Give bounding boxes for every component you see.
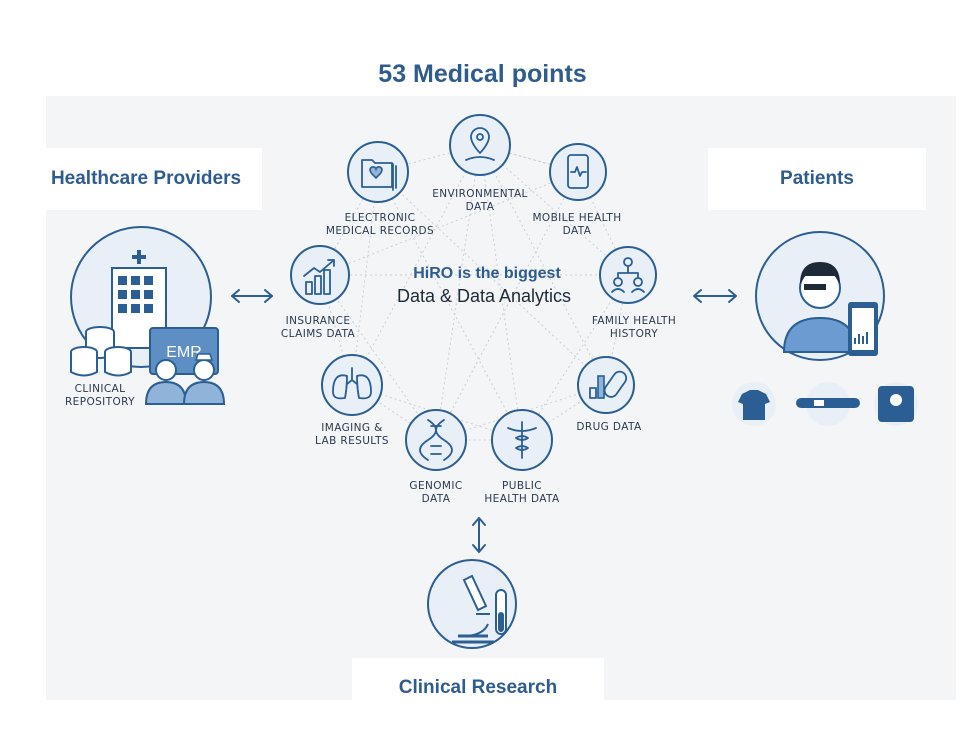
node-label: DATA: [563, 225, 592, 237]
node-label: DATA: [466, 201, 495, 213]
node-family-history: FAMILY HEALTH HISTORY: [592, 246, 676, 340]
research-illustration: [427, 559, 517, 649]
scale-icon: [874, 382, 918, 426]
center-line-1: HiRO is the biggest: [413, 265, 561, 282]
chart-icon: [303, 259, 335, 295]
wristband-icon: [796, 382, 860, 426]
arrow-providers: [231, 289, 273, 303]
node-label: HISTORY: [610, 328, 658, 340]
folder-heart-icon: [361, 159, 397, 191]
center-line-2: Data & Data Analytics: [397, 286, 571, 306]
node-label: IMAGING &: [321, 422, 383, 434]
node-label: MEDICAL RECORDS: [326, 225, 434, 237]
node-public-health: PUBLIC HEALTH DATA: [484, 409, 560, 505]
tshirt-icon: [732, 382, 776, 426]
node-drug: DRUG DATA: [576, 356, 642, 433]
node-label: LAB RESULTS: [315, 435, 389, 447]
node-label: MOBILE HEALTH: [532, 212, 621, 224]
arrow-patients: [693, 289, 737, 303]
node-label: DATA: [422, 493, 451, 505]
dna-icon: [419, 419, 453, 461]
clinical-research-title: Clinical Research: [352, 658, 604, 718]
lungs-icon: [332, 367, 372, 400]
node-label: FAMILY HEALTH: [592, 315, 676, 327]
node-label: CLAIMS DATA: [281, 328, 356, 340]
emr-screen-label: EMR: [166, 344, 202, 361]
patients-illustration: [732, 231, 918, 426]
node-label: DRUG DATA: [576, 421, 642, 433]
node-label: ENVIRONMENTAL: [432, 188, 528, 200]
node-environmental: ENVIRONMENTAL DATA: [432, 114, 528, 213]
healthcare-providers-title: Healthcare Providers: [30, 148, 262, 210]
person-with-glasses-icon: [782, 262, 858, 353]
phone-icon: [567, 154, 589, 189]
arrow-research: [472, 517, 486, 553]
node-imaging: IMAGING & LAB RESULTS: [315, 354, 389, 447]
node-label: GENOMIC: [409, 480, 462, 492]
patients-title: Patients: [708, 148, 926, 210]
node-insurance: INSURANCE CLAIMS DATA: [281, 245, 356, 340]
node-emr: ELECTRONIC MEDICAL RECORDS: [326, 141, 434, 237]
page-title: 53 Medical points: [378, 60, 587, 88]
test-tube-icon: [495, 589, 507, 635]
database-icon: [70, 326, 132, 377]
pills-icon: [589, 370, 628, 399]
caduceus-icon: [507, 421, 537, 459]
nurse-icon: [182, 353, 226, 405]
location-pin-icon: [465, 127, 495, 161]
node-label: INSURANCE: [286, 315, 351, 327]
providers-illustration: EMR CLINICAL REPOSITORY: [65, 226, 226, 408]
node-genomic: GENOMIC DATA: [405, 409, 467, 505]
org-chart-icon: [611, 257, 645, 293]
microscope-icon: [452, 574, 494, 644]
connection-web: [319, 144, 629, 441]
repository-label: REPOSITORY: [65, 396, 135, 408]
node-mobile-health: MOBILE HEALTH DATA: [532, 143, 621, 237]
repository-label: CLINICAL: [75, 383, 126, 395]
node-label: PUBLIC: [502, 480, 542, 492]
node-label: ELECTRONIC: [345, 212, 416, 224]
phone-icon: [848, 302, 878, 356]
node-label: HEALTH DATA: [484, 493, 560, 505]
